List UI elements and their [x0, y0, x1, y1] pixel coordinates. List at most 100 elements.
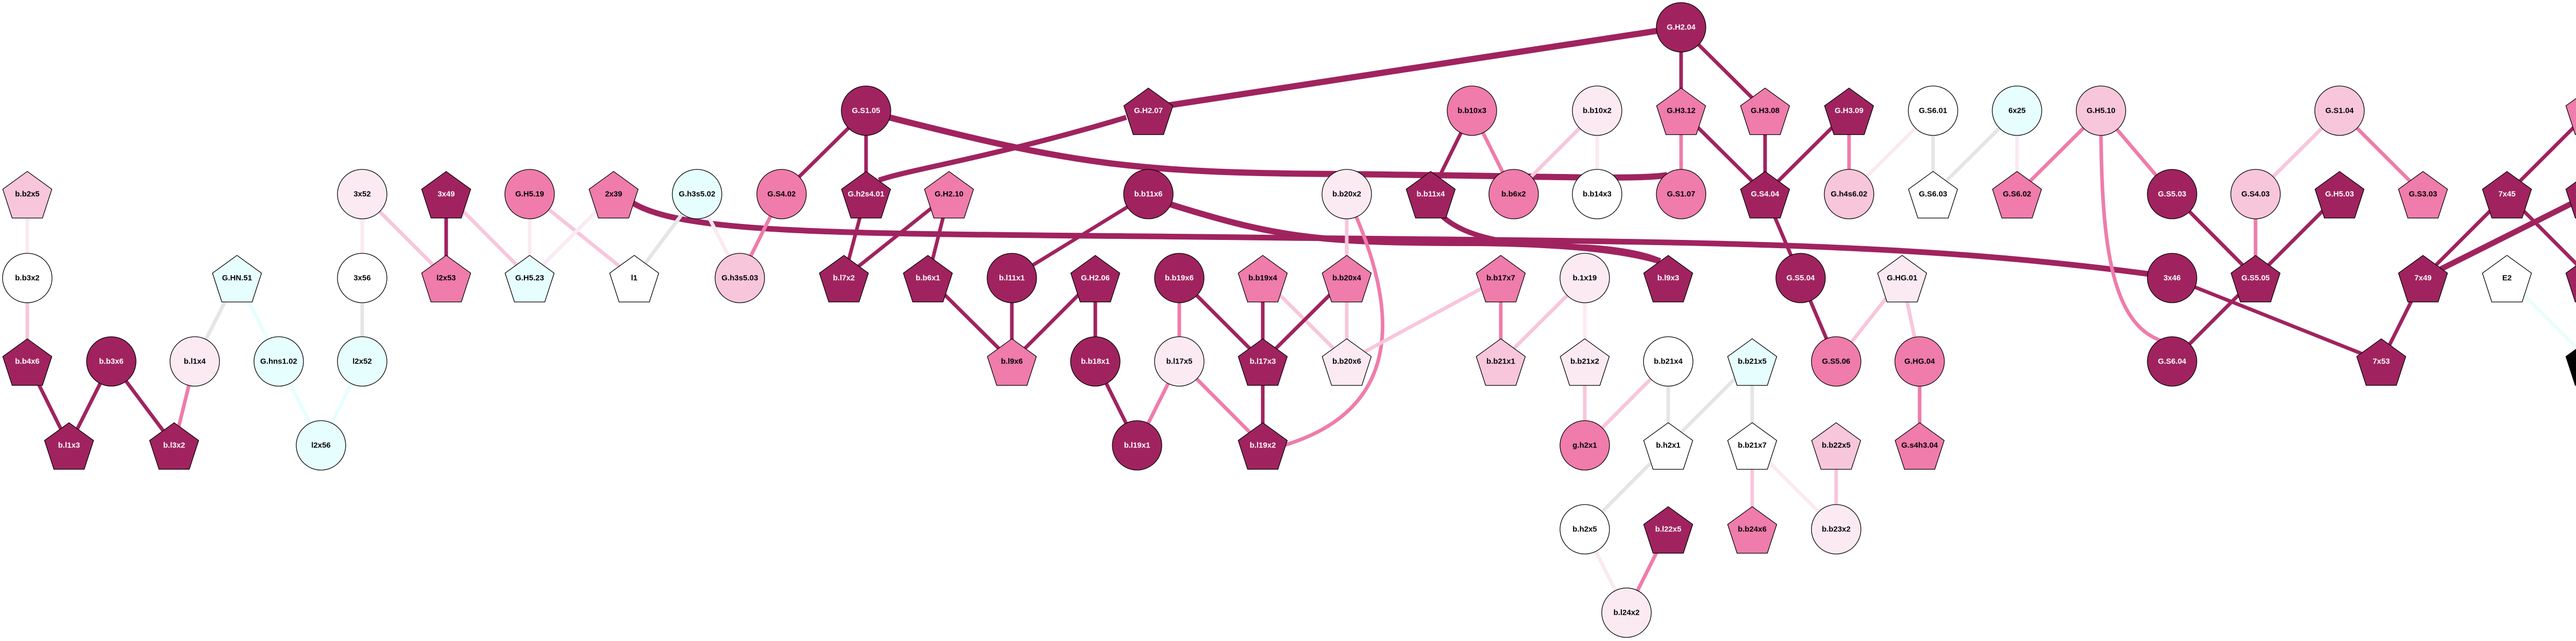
node-pentagon[interactable]	[2398, 171, 2448, 219]
node-circle[interactable]	[1908, 85, 1958, 136]
node-pentagon[interactable]	[1238, 338, 1288, 386]
node-g-s4-02[interactable]: G.S4.02	[756, 169, 807, 219]
node-pentagon[interactable]	[1894, 422, 1945, 470]
node-circle[interactable]	[1154, 253, 1205, 303]
node-circle[interactable]	[2, 253, 53, 303]
node-circle[interactable]	[253, 336, 304, 387]
node-g-s1-05[interactable]: G.S1.05	[841, 85, 891, 136]
node-pentagon[interactable]	[1727, 506, 1777, 554]
node-circle[interactable]	[1601, 587, 1652, 638]
node-circle[interactable]	[1560, 253, 1610, 303]
node-g-h2-04[interactable]: G.H2.04	[1656, 2, 1706, 53]
node-g-s5-04[interactable]: G.S5.04	[1775, 253, 1826, 303]
node-pentagon[interactable]	[819, 255, 869, 303]
node-b-b11x6[interactable]: b.b11x6	[1123, 169, 1174, 219]
node-circle[interactable]	[672, 169, 722, 219]
node-pentagon[interactable]	[1123, 88, 1174, 135]
node-b-b18x1[interactable]: b.b18x1	[1070, 336, 1121, 387]
node-g-s5-03[interactable]: G.S5.03	[2147, 169, 2197, 219]
node-pentagon[interactable]	[1321, 255, 1372, 303]
node-pentagon[interactable]	[1824, 88, 1874, 135]
node-circle[interactable]	[715, 253, 765, 303]
node-g-h5-10[interactable]: G.H5.10	[2076, 85, 2126, 136]
node-circle[interactable]	[504, 169, 555, 219]
node-3x56[interactable]: 3x56	[337, 253, 387, 303]
node-pentagon[interactable]	[1321, 338, 1372, 386]
node-pentagon[interactable]	[212, 255, 262, 303]
node-circle[interactable]	[170, 336, 220, 387]
node-circle[interactable]	[1154, 336, 1205, 387]
node-pentagon[interactable]	[1643, 255, 1693, 303]
node-b-b14x3[interactable]: b.b14x3	[1572, 169, 1622, 219]
node-pentagon[interactable]	[987, 338, 1037, 386]
node-pentagon[interactable]	[1560, 338, 1610, 386]
node-2x50[interactable]: 2x50	[2565, 171, 2576, 219]
node-l2x52[interactable]: l2x52	[337, 336, 387, 387]
node-pentagon[interactable]	[421, 171, 471, 219]
node-g-s6-01[interactable]: G.S6.01	[1908, 85, 1958, 136]
node-pentagon[interactable]	[2314, 171, 2365, 219]
node-pentagon[interactable]	[2, 338, 53, 386]
node-pentagon[interactable]	[1476, 338, 1526, 386]
node-circle[interactable]	[1447, 85, 1497, 136]
node-pentagon[interactable]	[1643, 506, 1693, 554]
node-pentagon[interactable]	[1405, 171, 1456, 219]
node-g-s6-04[interactable]: G.S6.04	[2147, 336, 2197, 387]
node-pentagon[interactable]	[1740, 171, 1790, 219]
node-7x46[interactable]: 7x46	[2565, 255, 2576, 303]
node-circle[interactable]	[1572, 85, 1622, 136]
node-circle[interactable]	[1811, 504, 1861, 555]
node-pentagon[interactable]	[1811, 422, 1861, 470]
node-circle[interactable]	[1824, 169, 1874, 219]
node-pentagon[interactable]	[1238, 255, 1288, 303]
node-circle[interactable]	[1656, 2, 1706, 53]
node-circle[interactable]	[1894, 336, 1945, 387]
node-circle[interactable]	[2076, 85, 2126, 136]
node-pentagon[interactable]	[421, 255, 471, 303]
node-b-b6x2[interactable]: b.b6x2	[1488, 169, 1539, 219]
node-b-b3x2[interactable]: b.b3x2	[2, 253, 53, 303]
node-pentagon[interactable]	[841, 171, 891, 219]
node-pentagon[interactable]	[588, 171, 639, 219]
node-circle[interactable]	[1560, 504, 1610, 555]
node-b-l1x4[interactable]: b.l1x4	[170, 336, 220, 387]
node-6x48[interactable]: 6x48	[2565, 88, 2576, 135]
node-g-s5-06[interactable]: G.S5.06	[1811, 336, 1861, 387]
node-pentagon[interactable]	[2, 171, 53, 219]
node-circle[interactable]	[1488, 169, 1539, 219]
node-g-h3s5-03[interactable]: G.h3s5.03	[715, 253, 765, 303]
node-b-l24x2[interactable]: b.l24x2	[1601, 587, 1652, 638]
node-b-l17x5[interactable]: b.l17x5	[1154, 336, 1205, 387]
node-b-l11x1[interactable]: b.l11x1	[987, 253, 1037, 303]
node-b-b20x2[interactable]: b.b20x2	[1321, 169, 1372, 219]
node-g-hg-04[interactable]: G.HG.04	[1894, 336, 1945, 387]
node-g-h4s6-02[interactable]: G.h4s6.02	[1824, 169, 1874, 219]
node-pentagon[interactable]	[1727, 422, 1777, 470]
node-g-s1-04[interactable]: G.S1.04	[2314, 85, 2365, 136]
node-b-b3x6[interactable]: b.b3x6	[86, 336, 137, 387]
node-g-s1-07[interactable]: G.S1.07	[1656, 169, 1706, 219]
node-circle[interactable]	[86, 336, 137, 387]
node-pentagon[interactable]	[1643, 422, 1693, 470]
node-lig[interactable]: Lig	[2565, 339, 2576, 386]
node-g-h2x1[interactable]: g.h2x1	[1560, 420, 1610, 471]
node-pentagon[interactable]	[504, 255, 555, 303]
node-circle[interactable]	[1775, 253, 1826, 303]
node-pentagon[interactable]	[2356, 338, 2406, 386]
node-circle[interactable]	[841, 85, 891, 136]
node-pentagon[interactable]	[1070, 255, 1121, 303]
node-circle[interactable]	[296, 420, 346, 471]
node-pentagon[interactable]	[44, 422, 94, 470]
node-pentagon[interactable]	[609, 255, 659, 303]
node-circle[interactable]	[1321, 169, 1372, 219]
node-circle[interactable]	[1811, 336, 1861, 387]
node-pentagon[interactable]	[924, 171, 974, 219]
node-pentagon[interactable]	[2482, 255, 2532, 303]
node-pentagon[interactable]	[2565, 255, 2576, 303]
node-6x25[interactable]: 6x25	[1992, 85, 2042, 136]
node-b-1x19[interactable]: b.1x19	[1560, 253, 1610, 303]
node-circle[interactable]	[2147, 169, 2197, 219]
node-circle[interactable]	[2314, 85, 2365, 136]
node-pentagon[interactable]	[2565, 339, 2576, 386]
node-pentagon[interactable]	[1908, 171, 1958, 219]
